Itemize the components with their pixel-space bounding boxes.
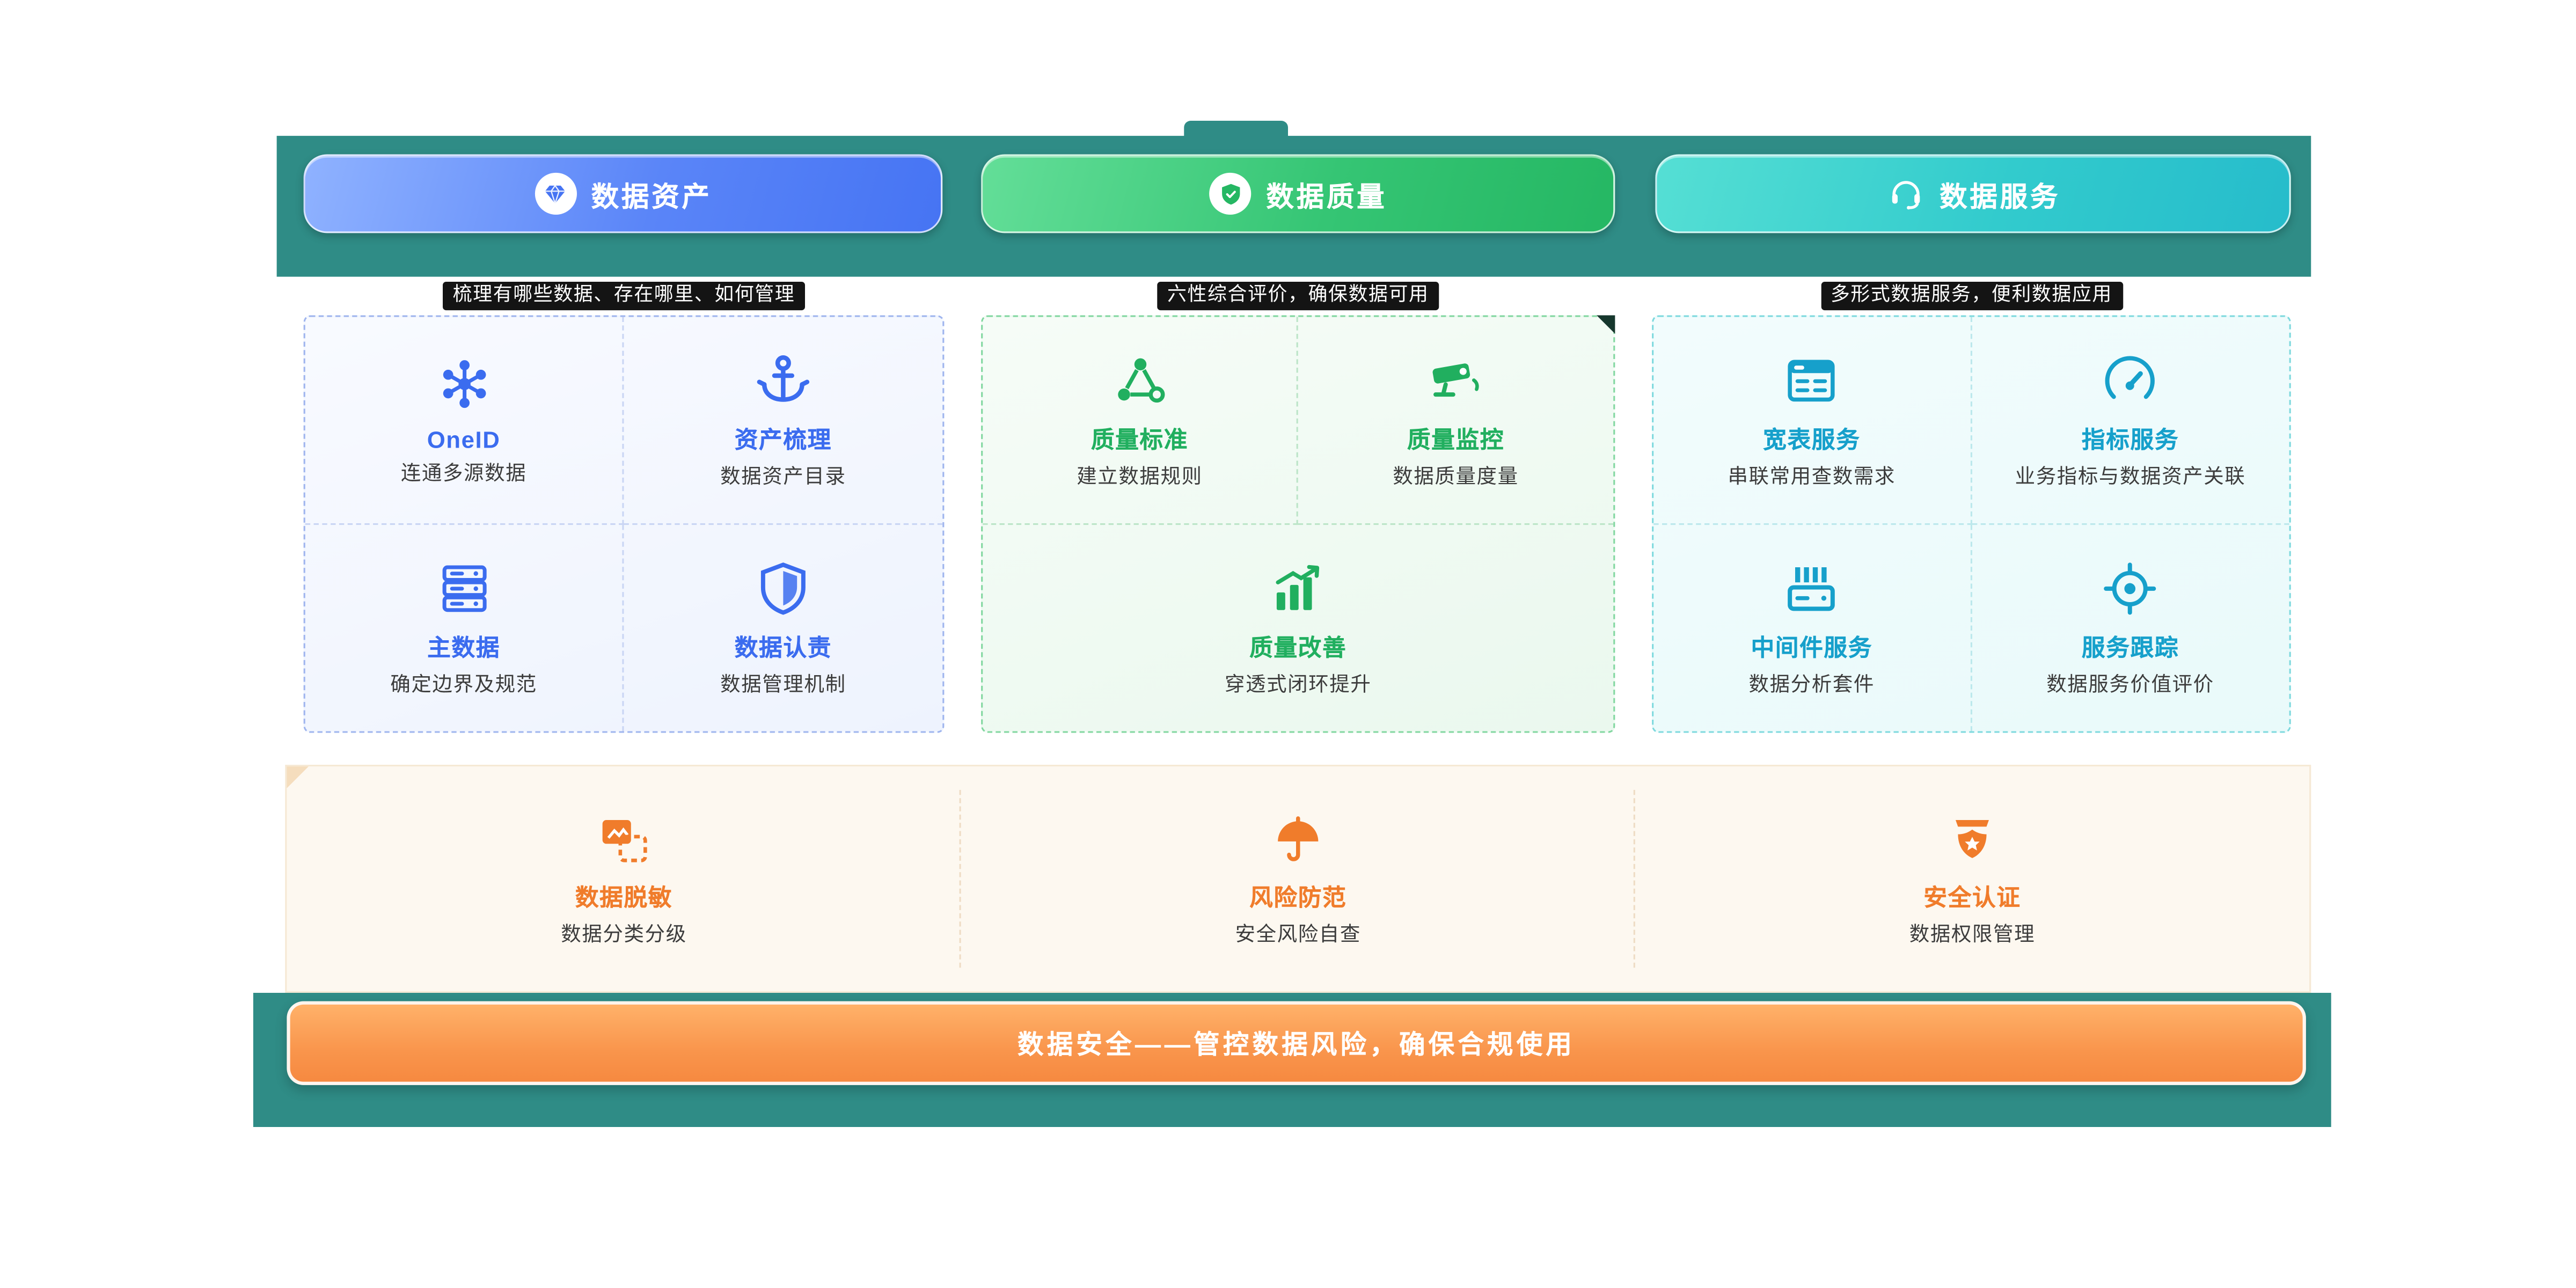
- feature-title: 资产梳理: [734, 425, 832, 452]
- feature-desc: 数据管理机制: [720, 672, 846, 696]
- shield-icon: [753, 558, 814, 619]
- security-banner-text: 数据安全——管控数据风险，确保合规使用: [1018, 1031, 1576, 1060]
- subtitle-badge: 多形式数据服务，便利数据应用: [1820, 282, 2123, 311]
- feature-asset-combing: 资产梳理 数据资产目录: [624, 317, 943, 524]
- feature-title: 数据认责: [734, 633, 832, 661]
- feature-title: 风险防范: [1249, 883, 1347, 910]
- table-icon: [1782, 350, 1842, 411]
- feature-title: OneID: [427, 425, 501, 452]
- feature-title: 宽表服务: [1763, 425, 1861, 452]
- feature-desc: 数据权限管理: [1909, 921, 2036, 945]
- feature-wide-table-service: 宽表服务 串联常用查数需求: [1653, 317, 1972, 524]
- badge-icon: [1944, 811, 2001, 868]
- feature-oneid: OneID 连通多源数据: [305, 317, 624, 524]
- mask-card-icon: [595, 811, 652, 868]
- feature-title: 质量监控: [1407, 425, 1505, 452]
- panel-data-security: 数据脱敏 数据分类分级 风险防范 安全风险自查 安全认证 数据权限管理: [285, 765, 2311, 993]
- umbrella-icon: [1270, 811, 1327, 868]
- feature-title: 指标服务: [2081, 425, 2179, 452]
- tab-label: 数据服务: [1940, 182, 2061, 213]
- panel-data-assets: OneID 连通多源数据 资产梳理 数据资产目录 主数据 确定边界及规范: [303, 315, 945, 733]
- feature-quality-improvement: 质量改善 穿透式闭环提升: [983, 524, 1613, 731]
- feature-service-tracking: 服务跟踪 数据服务价值评价: [1971, 524, 2289, 731]
- feature-desc: 安全风险自查: [1235, 921, 1361, 945]
- feature-desc: 连通多源数据: [400, 460, 527, 485]
- feature-data-masking: 数据脱敏 数据分类分级: [287, 766, 961, 991]
- tab-label: 数据质量: [1266, 182, 1387, 213]
- subtitle-data-assets: 梳理有哪些数据、存在哪里、如何管理: [304, 279, 945, 311]
- feature-title: 服务跟踪: [2081, 633, 2179, 661]
- security-banner: 数据安全——管控数据风险，确保合规使用: [287, 1001, 2306, 1085]
- subtitle-badge: 六性综合评价，确保数据可用: [1157, 282, 1439, 311]
- feature-title: 数据脱敏: [575, 883, 673, 910]
- subtitle-badge: 梳理有哪些数据、存在哪里、如何管理: [443, 282, 805, 311]
- panel-data-quality: 质量标准 建立数据规则 质量监控 数据质量度量 质量改善 穿透式闭环提升: [981, 315, 1615, 733]
- feature-middleware-service: 中间件服务 数据分析套件: [1653, 524, 1972, 731]
- tab-data-services[interactable]: 数据服务: [1655, 154, 2291, 233]
- gauge-icon: [2100, 350, 2161, 411]
- tab-label: 数据资产: [591, 182, 712, 213]
- cctv-icon: [1425, 350, 1486, 411]
- nodes-icon: [1109, 350, 1170, 411]
- shield-check-icon: [1209, 172, 1252, 215]
- middleware-icon: [1782, 558, 1842, 619]
- subtitle-data-services: 多形式数据服务，便利数据应用: [1652, 279, 2291, 311]
- feature-desc: 业务指标与数据资产关联: [2015, 464, 2246, 488]
- feature-title: 质量标准: [1091, 425, 1189, 452]
- feature-title: 质量改善: [1249, 633, 1347, 661]
- feature-data-accountability: 数据认责 数据管理机制: [624, 524, 943, 731]
- feature-desc: 数据质量度量: [1393, 464, 1519, 488]
- panel-data-services: 宽表服务 串联常用查数需求 指标服务 业务指标与数据资产关联 中间件服务 数据分…: [1652, 315, 2291, 733]
- feature-desc: 数据分类分级: [561, 921, 687, 945]
- feature-master-data: 主数据 确定边界及规范: [305, 524, 624, 731]
- feature-risk-prevention: 风险防范 安全风险自查: [961, 766, 1635, 991]
- feature-indicator-service: 指标服务 业务指标与数据资产关联: [1971, 317, 2289, 524]
- headset-icon: [1886, 174, 1924, 213]
- feature-security-certification: 安全认证 数据权限管理: [1635, 766, 2309, 991]
- network-icon: [434, 354, 494, 414]
- feature-desc: 建立数据规则: [1077, 464, 1203, 488]
- server-stack-icon: [434, 558, 494, 619]
- feature-desc: 确定边界及规范: [390, 672, 537, 696]
- feature-quality-standard: 质量标准 建立数据规则: [983, 317, 1298, 524]
- tab-data-assets[interactable]: 数据资产: [303, 154, 943, 233]
- gem-icon: [534, 172, 576, 215]
- feature-desc: 数据资产目录: [720, 464, 846, 488]
- feature-title: 安全认证: [1923, 883, 2021, 910]
- chart-up-icon: [1268, 558, 1329, 619]
- feature-title: 主数据: [427, 633, 501, 661]
- anchor-icon: [753, 350, 814, 411]
- subtitle-data-quality: 六性综合评价，确保数据可用: [981, 279, 1615, 311]
- tab-data-quality[interactable]: 数据质量: [981, 154, 1615, 233]
- feature-desc: 数据分析套件: [1748, 672, 1875, 696]
- feature-title: 中间件服务: [1751, 633, 1873, 661]
- feature-desc: 穿透式闭环提升: [1224, 672, 1372, 696]
- feature-desc: 数据服务价值评价: [2046, 672, 2214, 696]
- feature-desc: 串联常用查数需求: [1728, 464, 1896, 488]
- target-icon: [2100, 558, 2161, 619]
- feature-quality-monitoring: 质量监控 数据质量度量: [1298, 317, 1614, 524]
